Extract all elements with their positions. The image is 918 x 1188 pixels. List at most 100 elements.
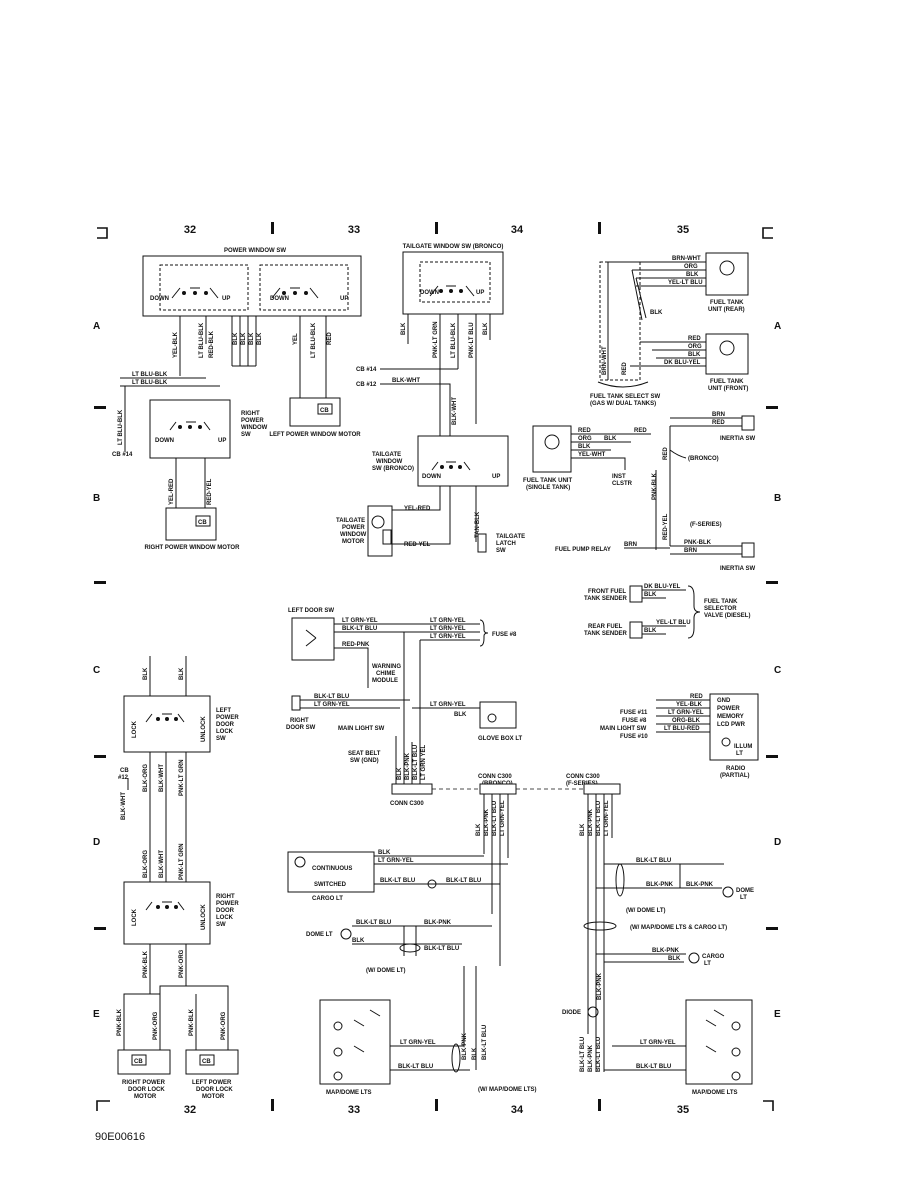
lt-blu-blk-runs (120, 377, 220, 452)
left-power-door-lock-sw-box (123, 695, 211, 753)
right-lock-label-2: POWER (216, 901, 239, 907)
row-label-right-c: C (774, 665, 781, 676)
cb14-label-tailgate: CB #14 (356, 367, 377, 373)
zone-divider-bottom-1 (271, 1099, 274, 1111)
right-lock-label-1: RIGHT (216, 894, 235, 900)
conn-c300-bronco-1: CONN C300 (478, 774, 512, 780)
conn-c300-wires (395, 736, 421, 784)
fuel-pump-relay-wire (624, 470, 670, 550)
lock-blk-org: BLK-ORG (143, 764, 149, 792)
f-series-note: (F-SERIES) (690, 522, 722, 528)
door-wire-red-pnk: RED-PNK (342, 642, 370, 648)
lock-blk-wht-left: BLK-WHT (121, 792, 127, 820)
radio-box (709, 693, 759, 761)
fuel-tank-rear-label-2: UNIT (REAR) (708, 307, 745, 313)
lock-pnk-blk-rm: PNK-BLK (117, 1008, 123, 1036)
power-window-wiring: LT BLU-BLK LT BLU-BLK LT BLU-BLK CB #14 (112, 372, 220, 458)
right-lock-label-5: SW (216, 922, 226, 928)
radio-wire-org-blk: ORG-BLK (672, 718, 701, 724)
wire-label-red: RED (327, 332, 333, 345)
lock-blk-wht-2: BLK-WHT (159, 850, 165, 878)
w-dome-lt-note-33: (W/ DOME LT) (366, 968, 406, 974)
right-door-blk-lt-blu: BLK-LT BLU (314, 694, 349, 700)
lock-interconnect (127, 752, 187, 882)
row-divider-right-1 (766, 406, 778, 409)
right-door-lock-motor-box (117, 1049, 171, 1075)
tailgate-bronco-label-3: SW (BRONCO) (372, 466, 414, 472)
front-sender-box (629, 585, 643, 603)
lock-pnk-lt-grn-2: PNK-LT GRN (179, 843, 185, 880)
tailgate-window-sw-title: TAILGATE WINDOW SW (BRONCO) (403, 244, 504, 250)
left-lock-label-1: LEFT (216, 708, 231, 714)
cb12-label-tailgate: CB #12 (356, 382, 377, 388)
zone-divider-top-2 (435, 222, 438, 234)
diesel-brace (687, 585, 701, 639)
left-dl-motor-label-3: MOTOR (202, 1094, 225, 1100)
rear-sender-label-2: TANK SENDER (584, 631, 628, 637)
row-label-right-a: A (774, 321, 781, 332)
dome-lt-35-1: DOME (736, 888, 754, 894)
document-id: 90E00616 (95, 1131, 145, 1143)
wire-label-blk-4: BLK (257, 332, 263, 345)
left-lock-lock: LOCK (132, 720, 138, 738)
glove-box-lt-label: GLOVE BOX LT (478, 736, 523, 742)
diode-icon (587, 1006, 599, 1018)
row-label-left-a: A (93, 321, 100, 332)
conn-c300-box (391, 783, 433, 795)
lock-pnk-org-rm: PNK-ORG (153, 1011, 159, 1040)
left-power-window-motor: CB LEFT POWER WINDOW MOTOR (269, 397, 361, 438)
fuel-single-org: ORG (578, 436, 592, 442)
inertia-sw-top-label: INERTIA SW (720, 436, 755, 442)
tailgate-latch-label-2: LATCH (496, 541, 516, 547)
rear-sender-yel-lt-blu: YEL-LT BLU (656, 620, 691, 626)
diesel-valve-label-3: VALVE (DIESEL) (704, 613, 750, 619)
cargo-switched: SWITCHED (314, 882, 347, 888)
tailgate-window-sw-bronco-box (417, 435, 509, 487)
fuse8-brace (479, 619, 489, 647)
left-lock-contacts (145, 713, 185, 723)
inertia-top-brn: BRN (712, 412, 725, 418)
power-window-sw-title: POWER WINDOW SW (224, 248, 286, 254)
map-33-blk: BLK (472, 1047, 478, 1060)
power-window-sw-up-left: UP (222, 296, 230, 302)
fuse8-label: FUSE #8 (492, 632, 517, 638)
fseries-wire-blk-pnk-2: BLK-PNK (686, 882, 714, 888)
zone-divider-bottom-2 (435, 1099, 438, 1111)
fuel-select-brace (597, 381, 649, 388)
fseries-dome-wires (596, 863, 724, 963)
glove-box-lt-box (479, 701, 517, 729)
bronco-c300-wires (483, 794, 509, 966)
dome-lt-35-2: LT (740, 895, 747, 901)
w-map-dome-ellipse-33 (451, 1043, 461, 1073)
cb12-left-2: #12 (118, 775, 129, 781)
fuel-single-yel-wht: YEL-WHT (578, 452, 606, 458)
left-door-sw-contacts (305, 629, 317, 647)
fuel-tank-rear-label-1: FUEL TANK (710, 300, 744, 306)
wire-label-red-yel: RED-YEL (207, 478, 213, 505)
left-lock-label-2: POWER (216, 715, 239, 721)
fseries-c300-blk: BLK (580, 823, 586, 836)
tailgate-window-sw: TAILGATE WINDOW SW (BRONCO) DOWN UP BLK … (336, 244, 525, 557)
diode-label: DIODE (562, 1010, 581, 1016)
fseries-e-blk-lt-blu-2: BLK-LT BLU (596, 1037, 602, 1072)
fuel-single-red-b: RED (634, 428, 647, 434)
row-divider-left-3 (94, 755, 106, 758)
right-dl-motor-label-1: RIGHT POWER (122, 1080, 166, 1086)
right-pw-sw-down: DOWN (155, 438, 174, 444)
row-divider-right-4 (766, 927, 778, 930)
tailgate-sw-bronco-contacts (431, 461, 471, 471)
map-33-blk-pnk: BLK-PNK (462, 1032, 468, 1060)
right-power-door-lock-sw-box (123, 881, 211, 945)
corner-mark-bottom-right (763, 1100, 774, 1111)
bronco-c300-lt-grn-yel: LT GRN-YEL (500, 800, 506, 836)
right-door-sw-wires (300, 632, 480, 742)
map-dome-35-wires (604, 1045, 686, 1071)
fuel-single-label-1: FUEL TANK UNIT (523, 478, 572, 484)
diesel-selector-section: FRONT FUEL TANK SENDER DK BLU-YEL BLK RE… (584, 584, 750, 639)
fuel-select-brn-wht: BRN-WHT (602, 346, 608, 375)
row-divider-right-2 (766, 581, 778, 584)
row-label-left-c: C (93, 665, 100, 676)
left-lock-unlock: UNLOCK (201, 716, 207, 742)
zone-divider-bottom-3 (598, 1099, 601, 1111)
fuel-single-blk-a: BLK (604, 436, 617, 442)
